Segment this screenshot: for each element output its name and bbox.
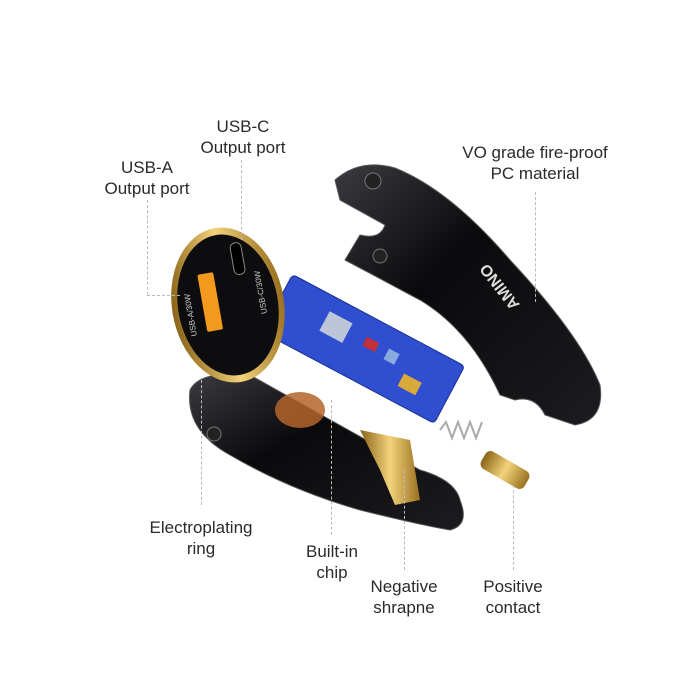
- label-usb-a: USB-A Output port: [104, 157, 189, 199]
- label-line: shrapne: [373, 598, 435, 617]
- usb-c-port: [229, 242, 246, 276]
- component: [362, 336, 380, 353]
- spring: [439, 419, 483, 441]
- label-material: VO grade fire-proof PC material: [462, 142, 608, 184]
- coil: [275, 392, 325, 428]
- component: [397, 373, 422, 396]
- label-line: Output port: [104, 179, 190, 198]
- label-positive: Positive contact: [483, 576, 543, 618]
- label-line: Positive: [483, 577, 543, 596]
- label-line: chip: [316, 563, 348, 582]
- usb-a-port: [197, 272, 223, 332]
- positive-contact: [480, 451, 530, 489]
- leader-line: [147, 295, 180, 296]
- label-line: contact: [485, 598, 541, 617]
- label-line: Built-in: [306, 542, 358, 561]
- chip: [319, 311, 353, 343]
- leader-line: [404, 470, 405, 570]
- label-line: Negative: [370, 577, 438, 596]
- leader-line: [513, 485, 514, 570]
- top-shell: [334, 164, 602, 426]
- label-line: Electroplating: [149, 518, 253, 537]
- leader-line: [535, 192, 536, 302]
- leader-line: [331, 400, 332, 535]
- screw-hole: [364, 172, 382, 190]
- label-line: PC material: [490, 164, 580, 183]
- label-ring: Electroplating ring: [149, 517, 252, 559]
- label-line: ring: [186, 539, 216, 558]
- label-line: USB-C: [216, 117, 270, 136]
- screw-hole: [206, 426, 222, 442]
- label-negative: Negative shrapne: [370, 576, 437, 618]
- negative-shrapnel: [360, 430, 420, 505]
- label-chip: Built-in chip: [306, 541, 358, 583]
- screw-hole: [372, 248, 388, 264]
- label-line: USB-A: [121, 158, 173, 177]
- label-usb-c: USB-C Output port: [200, 116, 285, 158]
- label-line: VO grade fire-proof: [462, 143, 608, 162]
- label-line: Output port: [200, 138, 286, 157]
- component: [383, 348, 400, 365]
- leader-line: [241, 160, 242, 240]
- front-cap: [177, 234, 279, 376]
- leader-line: [201, 380, 202, 505]
- leader-line: [147, 200, 148, 295]
